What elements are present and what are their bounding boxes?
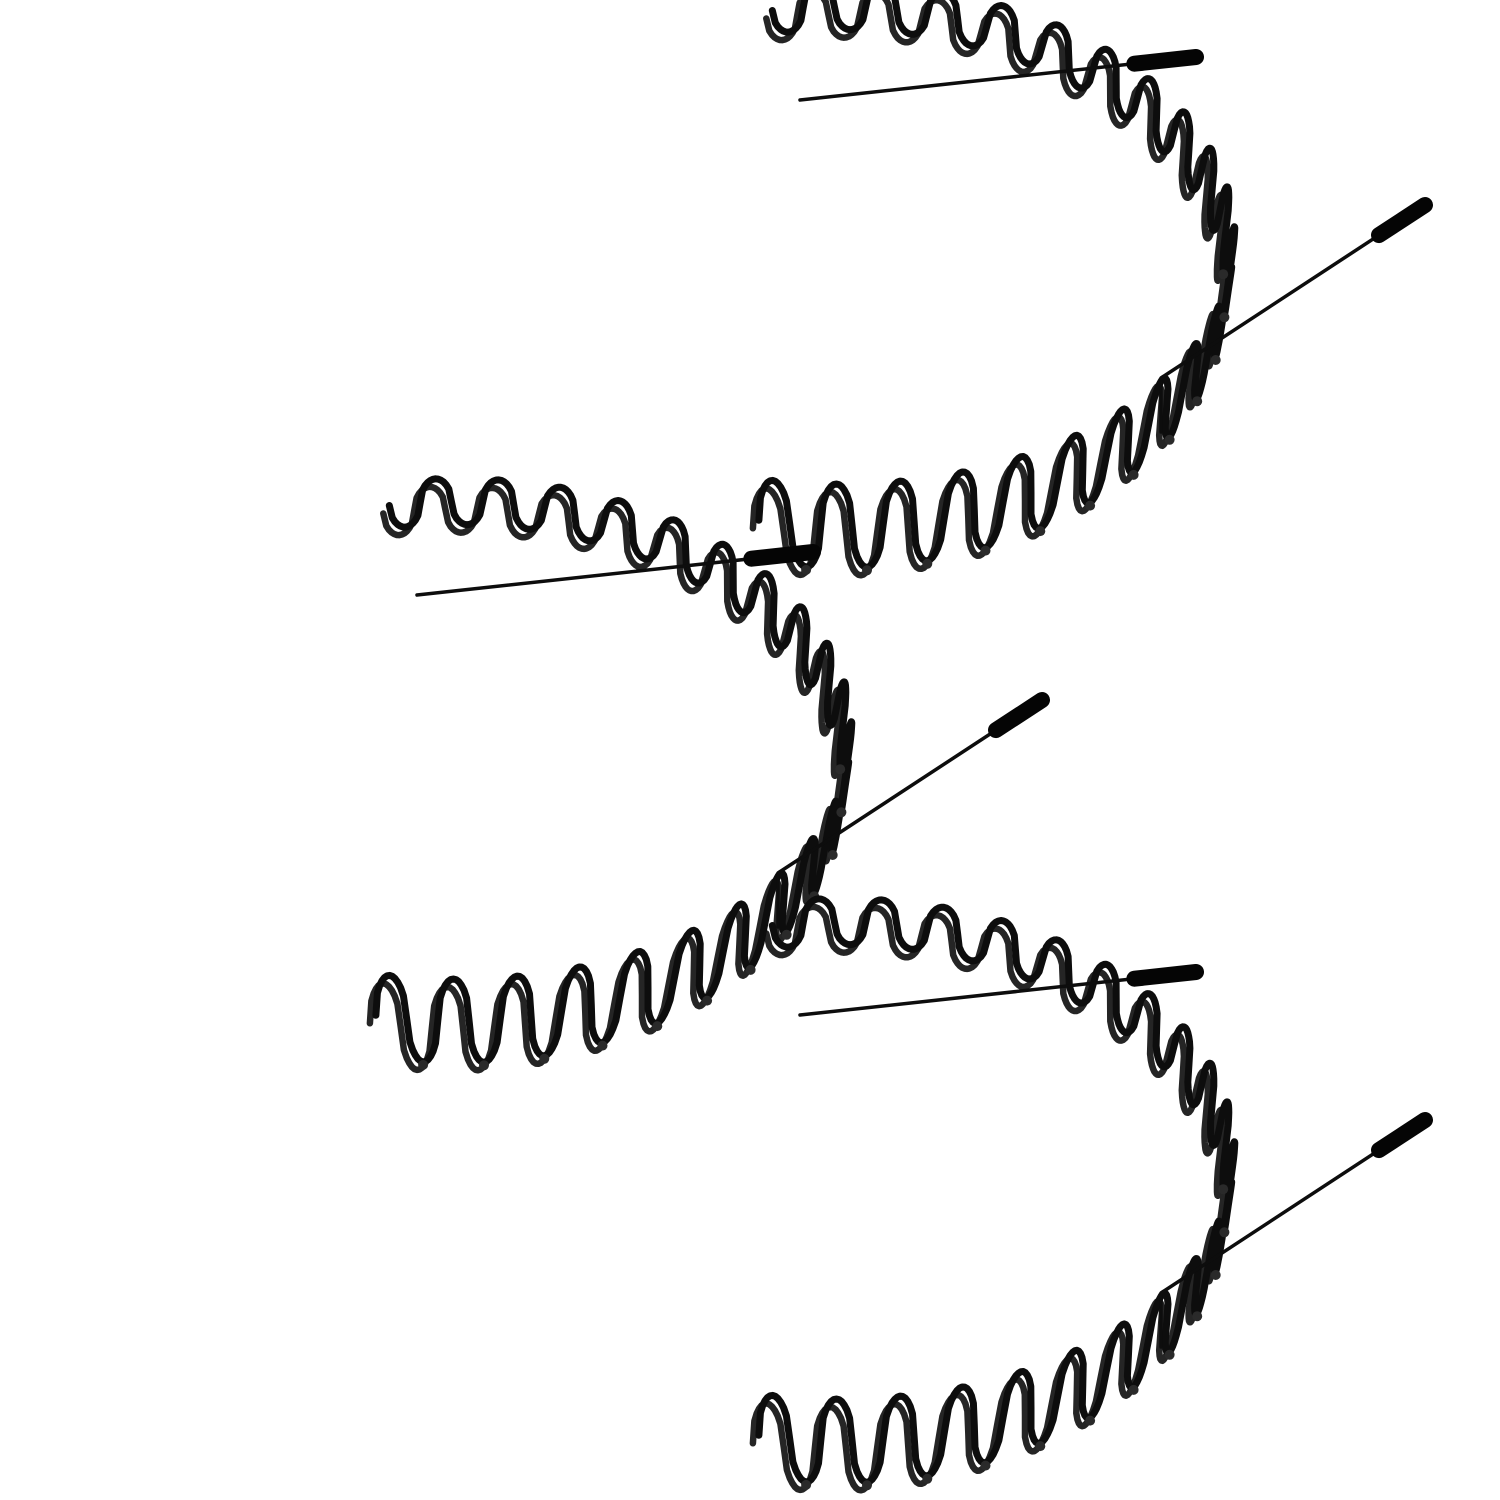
headband-tooth-bead bbox=[702, 995, 713, 1006]
headband-side-prong-wire bbox=[1159, 203, 1427, 434]
headband-tooth-bead bbox=[862, 1480, 872, 1491]
headband-tooth-bead bbox=[652, 1021, 663, 1032]
headband-side-prong-rubber-tip bbox=[1371, 197, 1433, 244]
headband-side-prong-wire bbox=[776, 698, 1044, 929]
headband-tooth-bead bbox=[781, 929, 792, 940]
headband-tooth-bead bbox=[1218, 269, 1229, 280]
headband-tooth-bead bbox=[597, 1040, 608, 1051]
headband-tooth-bead bbox=[1210, 1270, 1221, 1280]
headband-tooth-bead bbox=[980, 545, 991, 556]
headband-tooth-bead bbox=[922, 558, 933, 569]
headband-tooth-bead bbox=[1192, 1311, 1203, 1322]
headband-tooth-bead bbox=[827, 850, 838, 860]
headband-tooth-bead bbox=[922, 1473, 933, 1484]
headband-tooth-bead bbox=[836, 807, 847, 818]
headband-tooth-bead bbox=[1128, 469, 1139, 480]
headband-tooth-bead bbox=[1128, 1384, 1139, 1395]
headband-tooth-bead bbox=[835, 764, 846, 775]
headband-side-prong-rubber-tip bbox=[1371, 1112, 1433, 1159]
headband-tooth-bead bbox=[1085, 1415, 1096, 1426]
headband-tooth-bead bbox=[418, 1059, 429, 1070]
headband-wave-wire bbox=[372, 475, 856, 1066]
headband-3 bbox=[749, 895, 1433, 1494]
headband-tooth-bead bbox=[1219, 1227, 1230, 1238]
headband-wave-wire bbox=[755, 895, 1239, 1486]
headband-side-prong-rubber-tip bbox=[988, 692, 1050, 739]
headband-top-prong-rubber-tip bbox=[1126, 49, 1204, 72]
headband-tooth-bead bbox=[801, 564, 812, 575]
headband-tooth-bead bbox=[1210, 355, 1221, 365]
headband-tooth-bead bbox=[1164, 1349, 1175, 1360]
headband-tooth-bead bbox=[479, 1060, 489, 1071]
headband-top-prong-rubber-tip bbox=[1126, 964, 1204, 987]
headband-tooth-bead bbox=[980, 1460, 991, 1471]
headband-tooth-bead bbox=[1218, 1184, 1229, 1195]
headband-tooth-bead bbox=[1164, 434, 1175, 445]
headband-tooth-bead bbox=[745, 964, 756, 975]
headband-tooth-bead bbox=[1085, 500, 1096, 511]
headband-wave-wire bbox=[755, 0, 1239, 571]
headband-1 bbox=[749, 0, 1433, 579]
headband-tooth-bead bbox=[1035, 526, 1046, 537]
headband-tooth-bead bbox=[1192, 396, 1203, 407]
headband-tooth-bead bbox=[801, 1479, 812, 1490]
headband-tooth-bead bbox=[1035, 1441, 1046, 1452]
headband-2 bbox=[366, 475, 1050, 1074]
headband-tooth-bead bbox=[862, 565, 872, 576]
headband-top-prong-rubber-tip bbox=[743, 544, 821, 567]
headband-tooth-bead bbox=[539, 1053, 550, 1064]
headband-side-prong-wire bbox=[1159, 1118, 1427, 1349]
headband-tooth-bead bbox=[1219, 312, 1230, 323]
